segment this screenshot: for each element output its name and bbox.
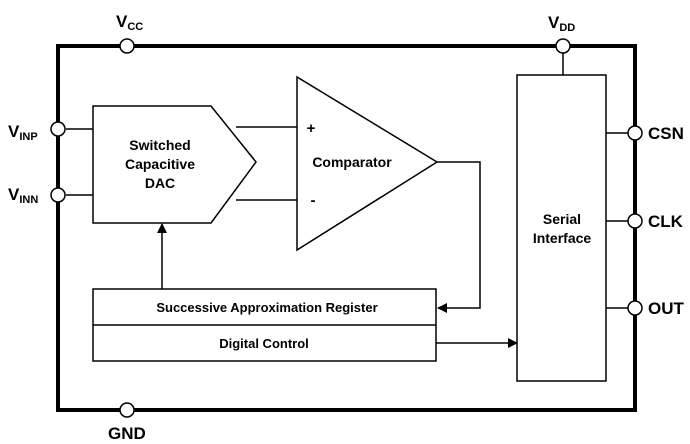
digital-control-label: Digital Control xyxy=(219,336,309,351)
gnd-label: GND xyxy=(108,424,146,443)
out-label: OUT xyxy=(648,299,685,318)
comparator-minus-sign: - xyxy=(311,192,316,209)
vdd-label: VDD xyxy=(548,13,575,34)
serial-label-line2: Interface xyxy=(533,230,592,246)
vinn-pin-marker xyxy=(50,187,66,203)
vinp-label: VINP xyxy=(8,122,38,143)
vinn-label: VINN xyxy=(8,185,38,206)
clk-pin-marker xyxy=(627,213,643,229)
comparator-block xyxy=(296,75,439,252)
vinp-pin-marker xyxy=(50,121,66,137)
comparator-plus-sign: + xyxy=(307,120,316,137)
gnd-pin-marker xyxy=(119,402,135,418)
vcc-label: VCC xyxy=(116,12,143,33)
dac-label-line2: Capacitive xyxy=(125,156,195,172)
pin-markers xyxy=(50,38,643,418)
dac-block xyxy=(92,105,257,224)
sar-label: Successive Approximation Register xyxy=(156,300,377,315)
serial-interface-block xyxy=(516,74,607,382)
dac-label-line1: Switched xyxy=(129,137,190,153)
serial-label-line1: Serial xyxy=(543,211,581,227)
comparator-label: Comparator xyxy=(312,154,392,170)
vdd-pin-marker xyxy=(555,38,571,54)
csn-label: CSN xyxy=(648,124,684,143)
signal-wires xyxy=(66,46,628,348)
out-pin-marker xyxy=(627,300,643,316)
vcc-pin-marker xyxy=(119,38,135,54)
csn-pin-marker xyxy=(627,125,643,141)
wire-comparator-sar xyxy=(437,161,481,313)
clk-label: CLK xyxy=(648,212,684,231)
dac-label-line3: DAC xyxy=(145,175,175,191)
